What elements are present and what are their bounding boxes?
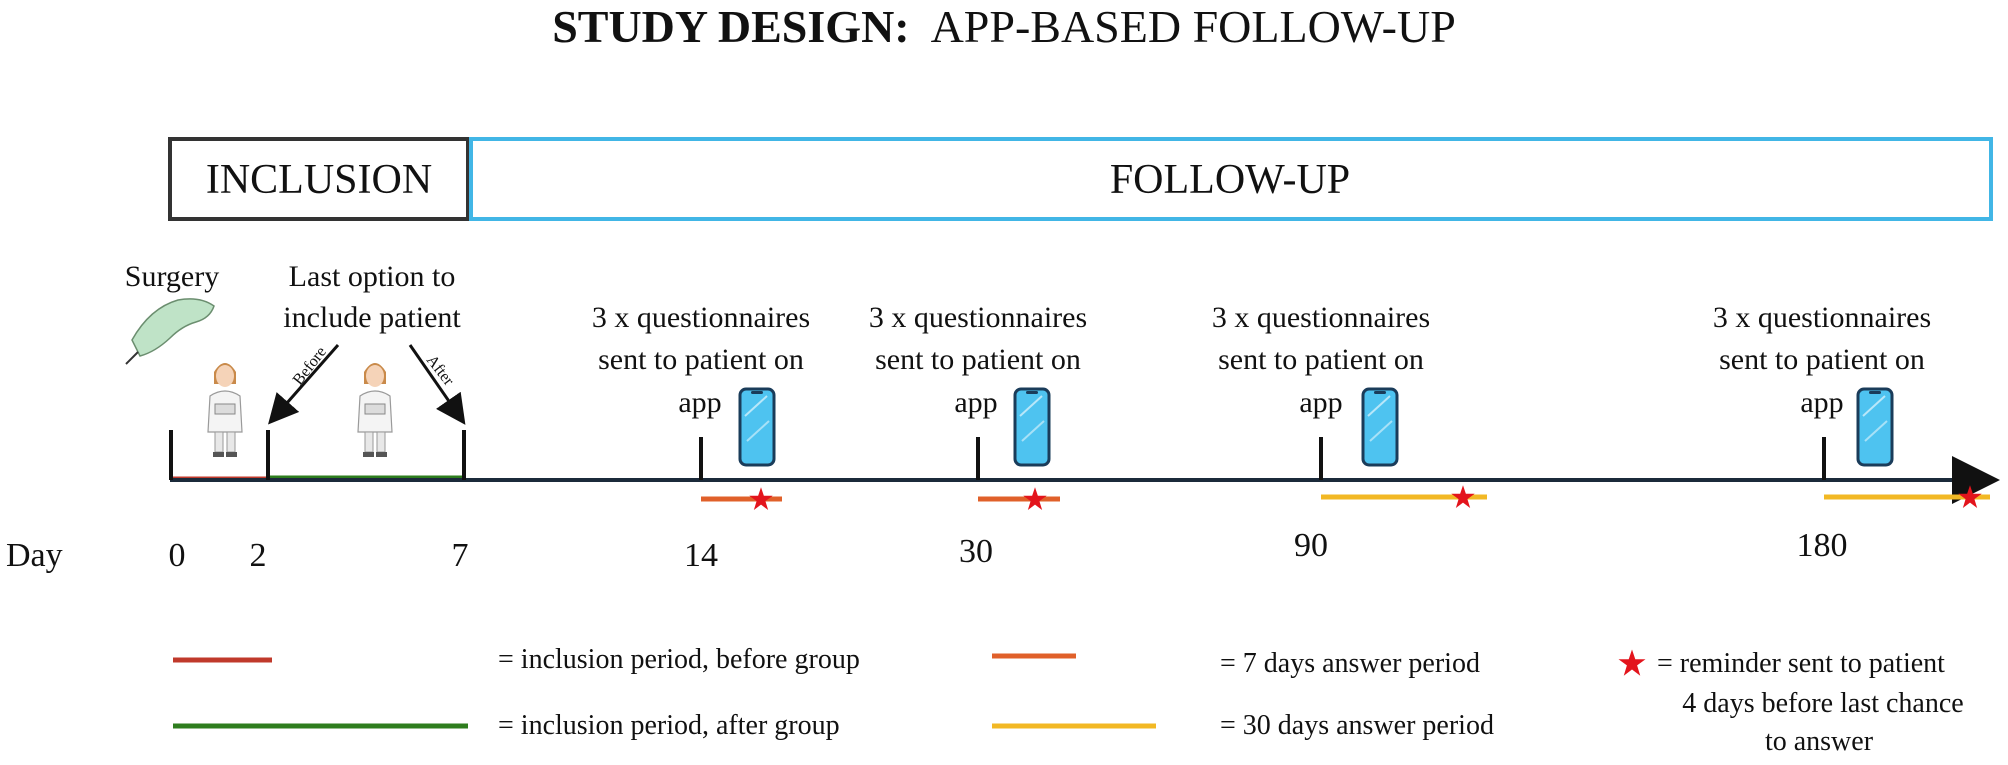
surgery-label: Surgery (125, 260, 219, 293)
questionnaire-14-line3: app (678, 386, 721, 419)
followup-label: FOLLOW-UP (1110, 157, 1350, 203)
day-180-label: 180 (1797, 527, 1848, 564)
doctor-icon-day0 (207, 362, 243, 458)
followup-box (469, 137, 1993, 221)
title-rest-part: APP-BASED FOLLOW-UP (931, 1, 1456, 52)
inclusion-box (168, 137, 470, 221)
legend-reminder-star-icon (1618, 649, 1646, 676)
doctor-icon-day7 (357, 362, 393, 458)
phone-icon-day14 (738, 387, 776, 467)
title-bold-part: STUDY DESIGN: (552, 1, 909, 52)
legend-before-group-text: = inclusion period, before group (498, 644, 860, 675)
day-90-label: 90 (1294, 527, 1328, 564)
phone-icon-day90 (1361, 387, 1399, 467)
last-option-label-line2: include patient (283, 301, 461, 334)
day-2-label: 2 (250, 537, 267, 574)
questionnaire-180-line2: sent to patient on (1719, 343, 1925, 376)
surgery-hand-icon (125, 298, 215, 365)
questionnaire-14-line2: sent to patient on (598, 343, 804, 376)
legend-reminder-text-line3: to answer (1765, 726, 1874, 757)
questionnaire-180-line1: 3 x questionnaires (1713, 301, 1931, 334)
before-arrow (268, 344, 340, 425)
questionnaire-30-line1: 3 x questionnaires (869, 301, 1087, 334)
day-14-label: 14 (684, 537, 718, 574)
questionnaire-14-line1: 3 x questionnaires (592, 301, 810, 334)
last-option-label-line1: Last option to (289, 260, 456, 293)
legend-reminder-text-line1: = reminder sent to patient (1657, 648, 1945, 679)
phone-icon-day30 (1013, 387, 1051, 467)
questionnaire-90-line2: sent to patient on (1218, 343, 1424, 376)
inclusion-label: INCLUSION (206, 157, 432, 203)
legend-7days-text: = 7 days answer period (1220, 648, 1480, 679)
day-axis-label: Day (6, 537, 63, 574)
day-0-label: 0 (169, 537, 186, 574)
questionnaire-90-line3: app (1299, 386, 1342, 419)
questionnaire-30-line3: app (954, 386, 997, 419)
legend-reminder-text-line2: 4 days before last chance (1682, 688, 1963, 719)
after-arrow (408, 344, 466, 425)
questionnaire-30-line2: sent to patient on (875, 343, 1081, 376)
questionnaire-90-line1: 3 x questionnaires (1212, 301, 1430, 334)
page-title: STUDY DESIGN: APP-BASED FOLLOW-UP (552, 1, 1456, 52)
legend-after-group-text: = inclusion period, after group (498, 710, 840, 741)
questionnaire-180-line3: app (1800, 386, 1843, 419)
day-30-label: 30 (959, 533, 993, 570)
legend-30days-text: = 30 days answer period (1220, 710, 1494, 741)
phone-icon-day180 (1856, 387, 1894, 467)
day-7-label: 7 (452, 537, 469, 574)
before-label: Before (290, 344, 330, 389)
